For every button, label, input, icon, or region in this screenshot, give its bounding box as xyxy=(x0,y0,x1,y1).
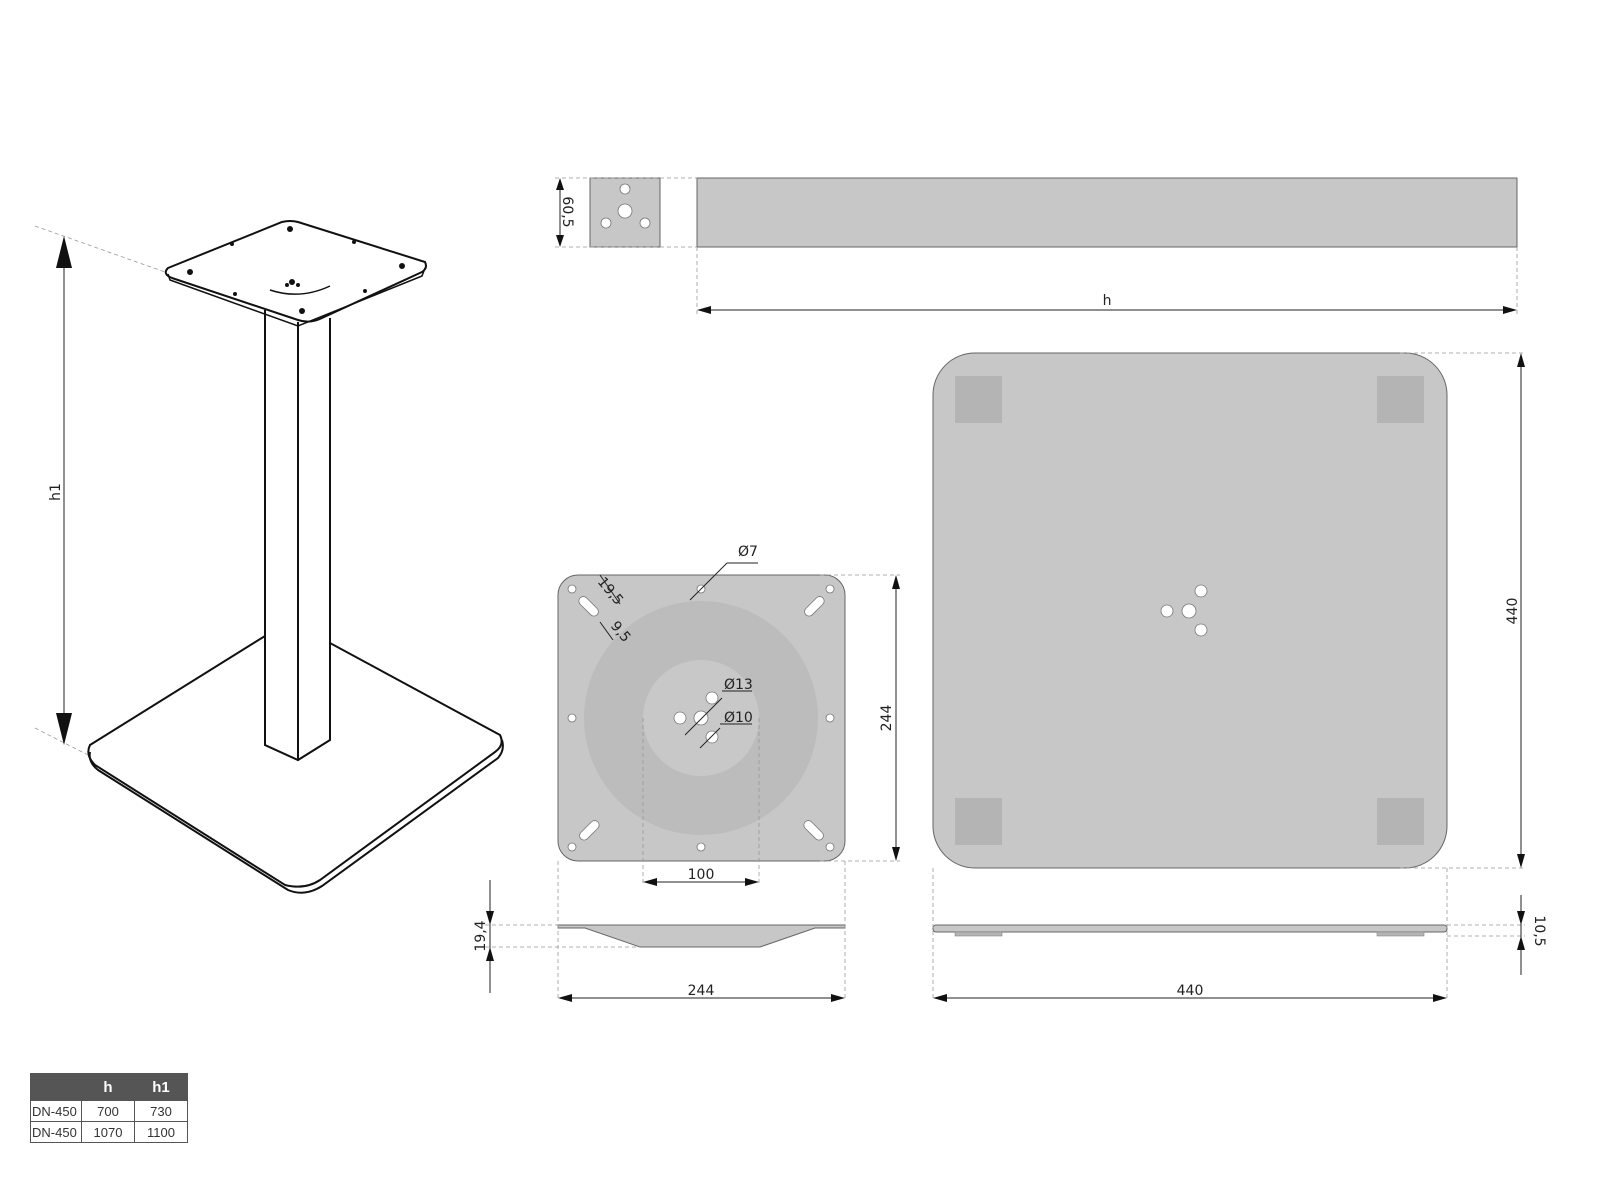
dim-base-thickness: 10,5 xyxy=(1531,915,1547,946)
header-h: h xyxy=(81,1073,135,1101)
cell-h1: 730 xyxy=(134,1100,188,1122)
cell-model: DN-450 xyxy=(30,1100,82,1122)
dim-top-plate-width: 244 xyxy=(688,983,715,999)
cell-h: 1070 xyxy=(81,1121,135,1143)
dim-h-label: h xyxy=(1103,293,1112,309)
dim-h1-label: h1 xyxy=(48,483,64,501)
dim-hole-d13: Ø13 xyxy=(724,677,753,693)
header-h1: h1 xyxy=(134,1073,188,1101)
spec-table: h h1 DN-450 700 730 DN-450 1070 1100 xyxy=(30,1073,188,1143)
top-plate-view: Ø7 Ø13 Ø10 19,5 9,5 244 100 19,4 244 xyxy=(473,544,900,1002)
dim-center-recess: 100 xyxy=(688,867,715,883)
dim-base-size: 440 xyxy=(1505,598,1521,625)
dim-top-plate-size: 244 xyxy=(879,705,895,732)
table-row: DN-450 700 730 xyxy=(30,1100,188,1122)
base-plate-view: 440 10,5 440 xyxy=(932,352,1547,1002)
dim-base-width: 440 xyxy=(1177,983,1204,999)
isometric-stand-view: h1 xyxy=(34,220,504,894)
cell-h1: 1100 xyxy=(134,1121,188,1143)
dim-hole-d7: Ø7 xyxy=(738,544,758,560)
header-model xyxy=(30,1073,82,1101)
dim-top-plate-height: 19,4 xyxy=(473,920,489,951)
dim-hole-d10: Ø10 xyxy=(724,710,753,726)
spec-table-header: h h1 xyxy=(30,1073,188,1101)
table-row: DN-450 1070 1100 xyxy=(30,1121,188,1143)
cell-h: 700 xyxy=(81,1100,135,1122)
dim-profile-side: 60,5 xyxy=(559,196,575,227)
profile-view: 60,5 h xyxy=(555,177,1518,315)
cell-model: DN-450 xyxy=(30,1121,82,1143)
